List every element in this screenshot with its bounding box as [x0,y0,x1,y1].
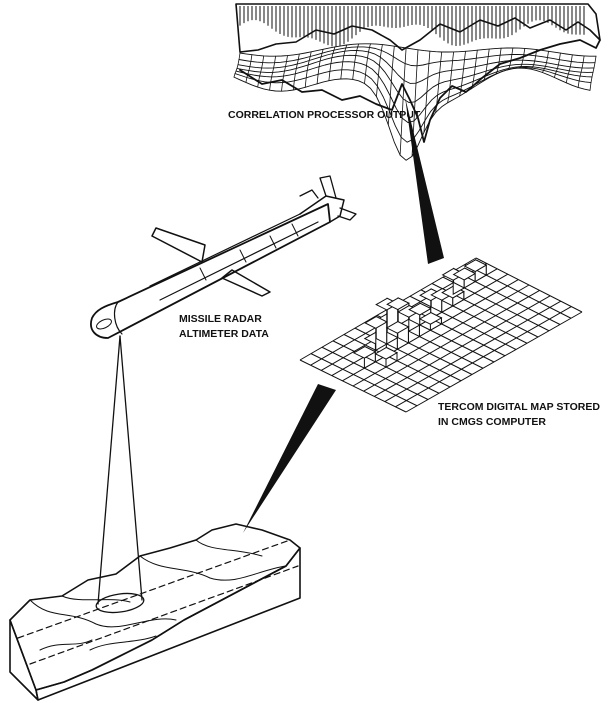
mesh-col [245,54,253,83]
tercom-elevation-bars [352,258,488,369]
bar-top [418,312,443,325]
mesh-col [304,51,312,88]
mesh-col [518,48,526,69]
mesh-col [376,44,383,97]
mesh-col [292,53,300,91]
mesh-col [542,50,549,73]
mesh-col [554,52,561,78]
mesh-col [530,49,538,70]
correlation-surface [233,3,601,161]
mesh-col [589,55,597,91]
mesh-col [447,51,454,104]
label-tercom-1: TERCOM DIGITAL MAP STORED [438,401,600,413]
bar-top [385,321,410,334]
mesh-col [506,47,514,71]
bar-top [463,259,488,273]
terrain-block [9,523,301,701]
mesh-col [352,43,360,80]
mesh-col [281,55,288,92]
map-pointer [243,384,336,533]
mesh-col [233,52,241,78]
label-tercom-2: IN CMGS COMPUTER [438,416,546,428]
grid-line [352,284,530,387]
grid-line [395,306,572,408]
mesh-col [316,48,324,85]
mesh-col [577,55,585,88]
label-correlation: CORRELATION PROCESSOR OUTPUT [228,109,421,121]
mesh-col [387,45,395,126]
grid-line [363,289,540,392]
bar-top [386,297,410,311]
radar-beam [95,335,145,614]
mesh-col [399,47,407,156]
bar-top [374,346,399,360]
mesh-col [494,47,502,75]
mesh-col [340,44,348,80]
mesh-col [423,50,431,133]
tercom-map-grid [299,257,583,413]
surface-mesh [233,43,597,161]
correlation-pointer [405,97,444,264]
label-altimeter-2: ALTIMETER DATA [179,328,269,340]
mesh-col [257,55,265,88]
label-altimeter-1: MISSILE RADAR [179,313,262,325]
mesh-col [565,54,573,84]
cruise-missile [90,175,357,339]
mesh-col [269,55,276,91]
grid-line [373,295,551,397]
mesh-col [459,50,466,97]
mesh-col [482,48,490,82]
mesh-col [328,46,336,82]
mesh-col [364,43,371,84]
grid-line [384,300,562,403]
surface-hatch [239,6,585,47]
grid-line [405,311,583,413]
